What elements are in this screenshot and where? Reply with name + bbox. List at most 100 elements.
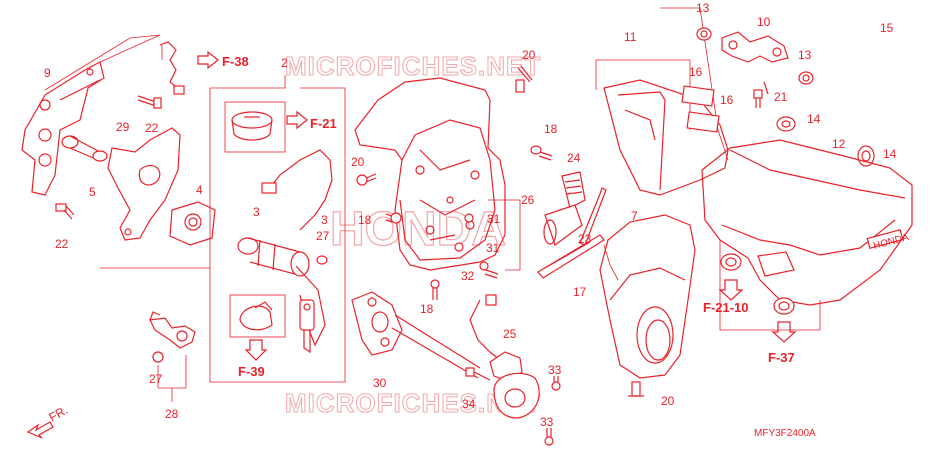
label-32: 32 bbox=[461, 269, 475, 283]
label-24: 24 bbox=[567, 151, 581, 165]
label-15: 15 bbox=[880, 21, 894, 35]
seat-lock-25 bbox=[469, 294, 540, 419]
grommet-14-a bbox=[776, 116, 796, 132]
label-10: 10 bbox=[757, 15, 771, 29]
key-28 bbox=[149, 311, 196, 363]
leader-26 bbox=[488, 199, 521, 271]
label-11: 11 bbox=[624, 30, 637, 44]
grommet-f37: F-37 bbox=[768, 297, 797, 365]
screw-18-b bbox=[385, 212, 402, 224]
lever-24 bbox=[543, 171, 586, 246]
label-31-b: 31 bbox=[487, 212, 501, 226]
fuel-cap bbox=[224, 101, 286, 153]
label-27-a: 27 bbox=[316, 229, 330, 243]
leader-13-box bbox=[660, 7, 729, 161]
label-18-b: 18 bbox=[358, 213, 372, 227]
label-2: 2 bbox=[281, 56, 288, 70]
key-in-box bbox=[299, 299, 315, 354]
watermark-top: MICROFICHES.NET bbox=[285, 51, 541, 81]
screw-18-c bbox=[430, 279, 440, 300]
label-7: 7 bbox=[631, 209, 638, 223]
label-13-a: 13 bbox=[696, 1, 710, 15]
label-17: 17 bbox=[573, 285, 587, 299]
label-16-b: 16 bbox=[686, 111, 720, 133]
label-3-b: 3 bbox=[321, 213, 328, 227]
cover-7 bbox=[599, 214, 696, 379]
label-33-b: 33 bbox=[540, 415, 554, 429]
label-14-a: 14 bbox=[807, 112, 821, 126]
label-29: 29 bbox=[116, 120, 130, 134]
ignition-switch-4 bbox=[169, 201, 216, 246]
grip-17 bbox=[537, 234, 605, 279]
cable-plug bbox=[261, 182, 277, 194]
label-4: 4 bbox=[196, 183, 203, 197]
svg-text:F-39: F-39 bbox=[238, 364, 265, 379]
label-22-b: 22 bbox=[55, 237, 69, 251]
label-30: 30 bbox=[373, 376, 387, 390]
part-labels: 9 22 29 5 4 22 2 3 3 27 27 28 20 18 20 1… bbox=[44, 1, 897, 429]
grommet-31-b bbox=[454, 242, 464, 252]
grommet-f21-10: F-21-10 bbox=[703, 253, 749, 315]
collar-5 bbox=[61, 135, 108, 162]
ref-f39: F-39 bbox=[238, 339, 268, 379]
bolt-20-left bbox=[356, 173, 377, 186]
grommet-31-a bbox=[464, 213, 474, 223]
label-21: 21 bbox=[774, 90, 788, 104]
grommet-13-right bbox=[798, 71, 814, 85]
label-18-a: 18 bbox=[544, 122, 558, 136]
label-12: 12 bbox=[832, 137, 846, 151]
emblem-honda bbox=[866, 229, 904, 249]
label-16-a: 16 bbox=[681, 85, 715, 107]
svg-text:F-37: F-37 bbox=[768, 350, 795, 365]
leader-9b bbox=[99, 34, 161, 63]
grommet-13-top bbox=[696, 27, 712, 41]
diagram-code: MFY3F2400A bbox=[754, 428, 816, 439]
box-11 bbox=[595, 59, 691, 130]
seat-lock bbox=[229, 294, 286, 338]
box-grommets bbox=[719, 240, 821, 331]
leader-7 bbox=[603, 244, 619, 281]
label-28: 28 bbox=[165, 407, 179, 421]
bracket-10 bbox=[721, 31, 789, 63]
label-5: 5 bbox=[89, 185, 96, 199]
lock-cable bbox=[267, 149, 333, 231]
side-cover-11 bbox=[603, 79, 729, 196]
label-25: 25 bbox=[503, 327, 517, 341]
fairing-26 bbox=[354, 77, 506, 271]
bolt-20-bottom bbox=[628, 381, 644, 397]
screw-18-a bbox=[530, 145, 553, 161]
front-arrow: FR. bbox=[26, 403, 70, 439]
label-16-a: 16 bbox=[689, 65, 703, 79]
label-27-b: 27 bbox=[149, 372, 163, 386]
label-16-b: 16 bbox=[720, 93, 734, 107]
label-13-b: 13 bbox=[798, 48, 812, 62]
bolt-33-a bbox=[551, 376, 561, 391]
bolt-22-lower bbox=[55, 203, 75, 220]
label-3-a: 3 bbox=[253, 205, 260, 219]
label-31-a: 31 bbox=[486, 241, 500, 255]
label-34: 34 bbox=[462, 397, 476, 411]
label-9: 9 bbox=[44, 66, 51, 80]
screw-21 bbox=[753, 81, 769, 108]
bracket-30 bbox=[351, 291, 481, 379]
label-18-c: 18 bbox=[420, 302, 434, 316]
leader-28 bbox=[157, 355, 187, 389]
label-14-b: 14 bbox=[883, 147, 897, 161]
bolt-20-top bbox=[515, 65, 533, 93]
ref-f21: F-21 bbox=[286, 110, 337, 131]
box-2 bbox=[209, 87, 346, 383]
label-22-a: 22 bbox=[145, 121, 159, 135]
bolt-33-b bbox=[544, 428, 554, 446]
watermark-center: HONDA bbox=[330, 203, 506, 256]
box-2-top bbox=[210, 75, 286, 89]
bolt-34 bbox=[465, 367, 491, 381]
tool-23 bbox=[579, 187, 607, 246]
label-33-a: 33 bbox=[548, 363, 562, 377]
svg-text:F-21: F-21 bbox=[310, 116, 337, 131]
svg-text:F-38: F-38 bbox=[222, 54, 249, 69]
label-20-a: 20 bbox=[522, 48, 536, 62]
wire-connector-1 bbox=[159, 41, 185, 95]
leader-9 bbox=[44, 34, 161, 91]
bolt-22-upper bbox=[137, 95, 162, 109]
